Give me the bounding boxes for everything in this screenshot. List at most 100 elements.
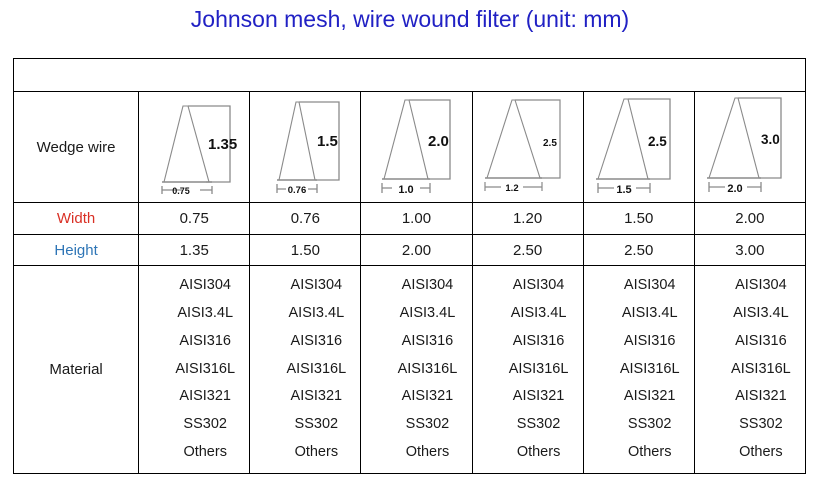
wedge-width-label-4: 1.2 (505, 183, 518, 194)
wedge-diagram-cell-3: 2.0 1.0 (360, 91, 473, 203)
material-item: Others (516, 444, 561, 461)
height-value-6: 3.00 (693, 234, 807, 266)
wedge-width-label-3: 1.0 (398, 184, 413, 196)
height-dimension-bracket-3 (408, 99, 451, 180)
material-item: AISI316L (619, 360, 680, 377)
wedge-height-label-2: 1.5 (317, 133, 338, 150)
row-label-material: Material (12, 265, 140, 474)
height-dimension-bracket-5 (628, 98, 671, 180)
material-item: Others (405, 444, 450, 461)
table-row-blank (13, 58, 806, 92)
wedge-wire-spec-table: Wedge wire 1.35 0.75 (12, 58, 807, 474)
material-item: AISI316L (731, 360, 791, 377)
material-item: AISI3.4L (510, 304, 567, 321)
wedge-wire-drawing-5: 2.5 1.5 (596, 98, 671, 196)
page-title: Johnson mesh, wire wound filter (unit: m… (190, 6, 630, 32)
material-item: AISI304 (735, 276, 787, 293)
material-item: AISI304 (512, 276, 565, 293)
material-item: Others (627, 444, 672, 461)
height-value-2: 1.50 (249, 234, 362, 266)
material-item: SS302 (405, 416, 450, 433)
wedge-width-label-2: 0.76 (288, 185, 307, 196)
wedge-diagram-cell-6: 3.0 2.0 (693, 91, 807, 203)
wedge-wire-drawing-6: 3.0 2.0 (707, 97, 783, 195)
wedge-height-label-3: 2.0 (428, 133, 449, 150)
row-label-height: Height (12, 234, 140, 266)
width-value-4: 1.20 (471, 202, 584, 235)
material-item: AISI316 (290, 332, 343, 349)
wedge-width-label-6: 2.0 (728, 183, 743, 195)
material-item: AISI316L (397, 360, 458, 377)
row-label-width: Width (12, 202, 140, 235)
width-value-1: 0.75 (138, 202, 251, 235)
height-dimension-bracket-1 (187, 105, 231, 183)
wedge-shape (486, 99, 541, 179)
wedge-diagram-cell-1: 1.35 0.75 (138, 91, 251, 203)
material-item: Others (183, 444, 227, 461)
material-item: AISI321 (623, 388, 676, 405)
width-dimension-bracket-1 (161, 186, 213, 194)
height-value-1: 1.35 (138, 234, 251, 266)
material-item: SS302 (739, 416, 783, 433)
material-item: AISI316L (286, 360, 347, 377)
wedge-shape (383, 99, 429, 180)
material-item: AISI321 (735, 388, 787, 405)
width-dimension-bracket-4 (484, 182, 543, 191)
width-value-3: 1.00 (360, 202, 473, 235)
wedge-height-label-5: 2.5 (648, 134, 667, 149)
material-item: SS302 (627, 416, 672, 433)
material-item: AISI316 (179, 332, 231, 349)
material-item: AISI304 (290, 276, 343, 293)
wedge-diagram-cell-5: 2.5 1.5 (582, 91, 695, 203)
width-value-6: 2.00 (693, 202, 807, 235)
height-dimension-bracket-6 (738, 97, 783, 179)
wedge-shape (708, 97, 761, 179)
height-value-5: 2.50 (582, 234, 695, 266)
wedge-shape (278, 101, 316, 181)
width-value-5: 1.50 (582, 202, 695, 235)
table-row-wedge-wire: Wedge wire 1.35 0.75 (12, 91, 807, 203)
width-dimension-bracket-6 (708, 182, 763, 192)
width-dimension-bracket-3 (381, 183, 431, 193)
wedge-height-label-4: 2.5 (543, 138, 557, 149)
material-item: AISI321 (401, 388, 454, 405)
width-dimension-bracket-5 (597, 183, 651, 193)
material-item: SS302 (183, 416, 227, 433)
wedge-height-label-6: 3.0 (761, 132, 780, 147)
material-item: AISI316 (623, 332, 676, 349)
table-row-height: Height 1.35 1.50 2.00 2.50 2.50 3.00 (12, 234, 807, 266)
material-item: AISI3.4L (399, 304, 456, 321)
material-item: Others (739, 444, 783, 461)
height-value-4: 2.50 (471, 234, 584, 266)
material-item: AISI321 (290, 388, 343, 405)
wedge-wire-drawing-2: 1.5 0.76 (276, 101, 340, 196)
material-item: AISI321 (179, 388, 231, 405)
material-item: AISI3.4L (621, 304, 678, 321)
material-item: AISI3.4L (288, 304, 345, 321)
wedge-height-label-1: 1.35 (208, 136, 237, 153)
material-item: SS302 (516, 416, 561, 433)
material-item: Others (294, 444, 339, 461)
material-item: AISI3.4L (733, 304, 789, 321)
wedge-width-label-1: 0.75 (172, 186, 190, 196)
material-item: AISI304 (179, 276, 231, 293)
material-item: AISI316L (175, 360, 236, 377)
material-item: AISI316 (401, 332, 454, 349)
blank-header-cell (13, 58, 806, 92)
wedge-shape (162, 105, 210, 183)
material-item: AISI3.4L (177, 304, 234, 321)
material-item: AISI316 (735, 332, 787, 349)
width-value-2: 0.76 (249, 202, 362, 235)
